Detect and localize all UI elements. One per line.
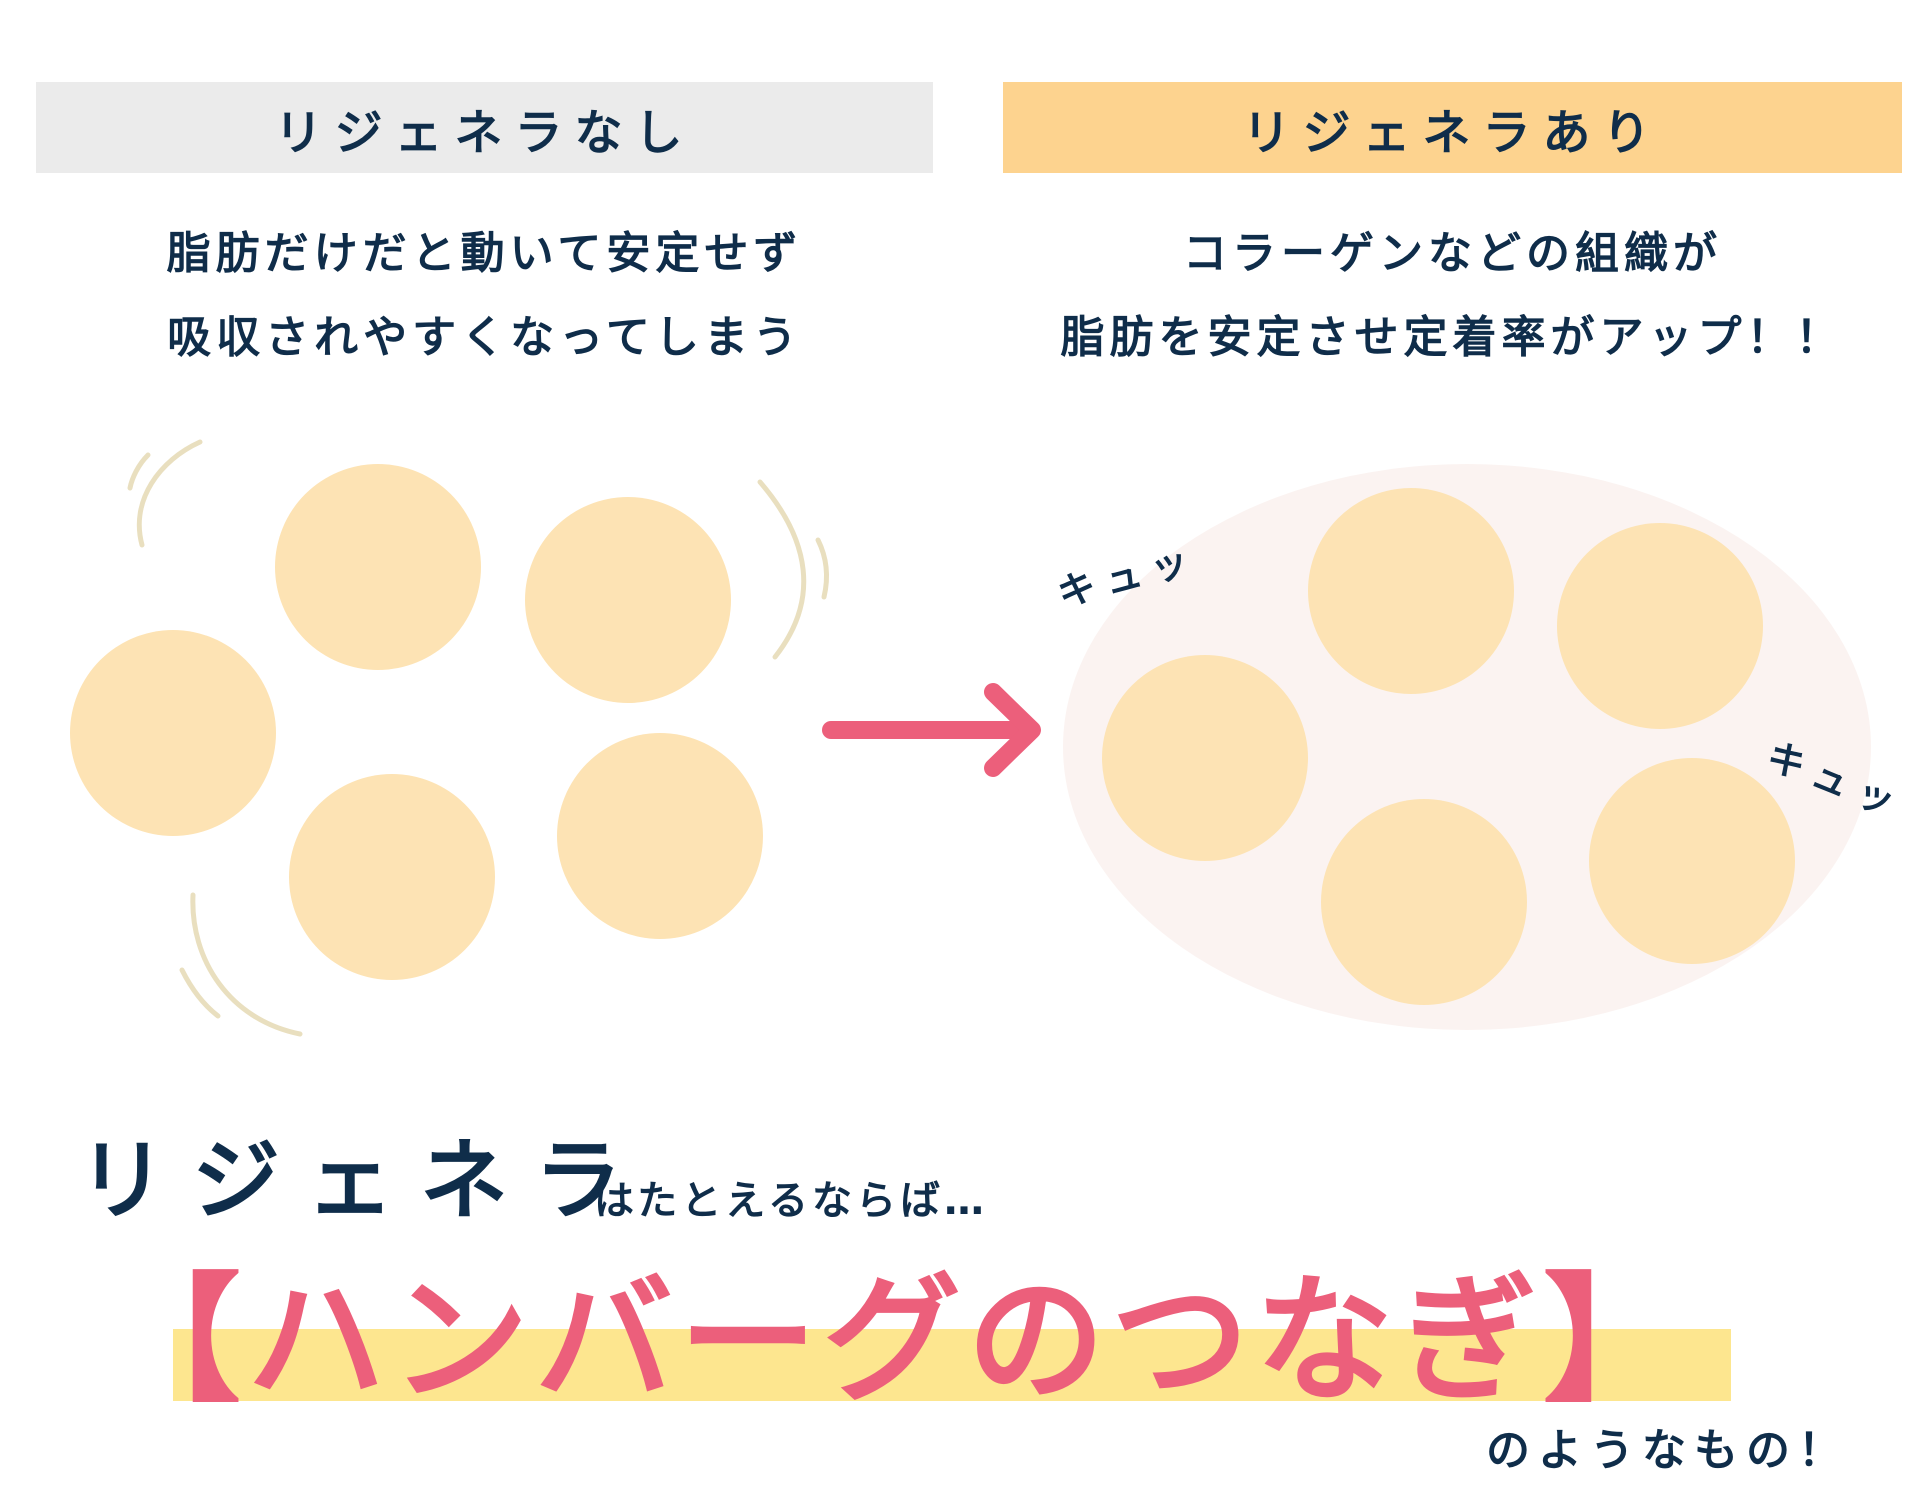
right-description-line: コラーゲンなどの組織が (1183, 228, 1722, 279)
conclusion-subject: リジェネラ (78, 1129, 649, 1232)
motion-lines (127, 439, 829, 1037)
motion-line (127, 452, 151, 491)
fat-cell (557, 733, 763, 939)
conclusion-highlight: 【ハンバーグのつなぎ】 (102, 1260, 1687, 1421)
right-description: コラーゲンなどの組織が 脂肪を安定させ定着率がアップ！！ (1003, 212, 1902, 380)
left-description-line: 脂肪だけだと動いて安定せず (166, 228, 803, 279)
fat-cell (275, 464, 481, 670)
motion-line (190, 892, 303, 1037)
right-description-line: 脂肪を安定させ定着率がアップ！！ (1060, 312, 1845, 363)
header-with-regenera: リジェネラあり (1003, 82, 1902, 173)
fat-cell (1102, 655, 1308, 861)
motion-line (757, 479, 807, 660)
fat-cell (1557, 523, 1763, 729)
fat-cell (525, 497, 731, 703)
fat-cell (1308, 488, 1514, 694)
conclusion-lead: はたとえるならば… (594, 1178, 988, 1224)
conclusion-tail: のようなもの！ (1486, 1425, 1850, 1476)
stable-fat-cells (1102, 488, 1795, 1005)
left-description-line: 吸収されやすくなってしまう (167, 312, 802, 363)
motion-line (179, 967, 221, 1019)
fat-cell (1589, 758, 1795, 964)
arrow-icon (822, 683, 1041, 777)
motion-line (136, 439, 203, 548)
motion-line (815, 537, 829, 600)
fat-cell (70, 630, 276, 836)
loose-fat-cells (70, 464, 763, 980)
fat-cell (289, 774, 495, 980)
left-description: 脂肪だけだと動いて安定せず 吸収されやすくなってしまう (36, 212, 933, 380)
header-without-regenera: リジェネラなし (36, 82, 933, 173)
highlight-bar (173, 1329, 1731, 1401)
fat-cell (1321, 799, 1527, 1005)
